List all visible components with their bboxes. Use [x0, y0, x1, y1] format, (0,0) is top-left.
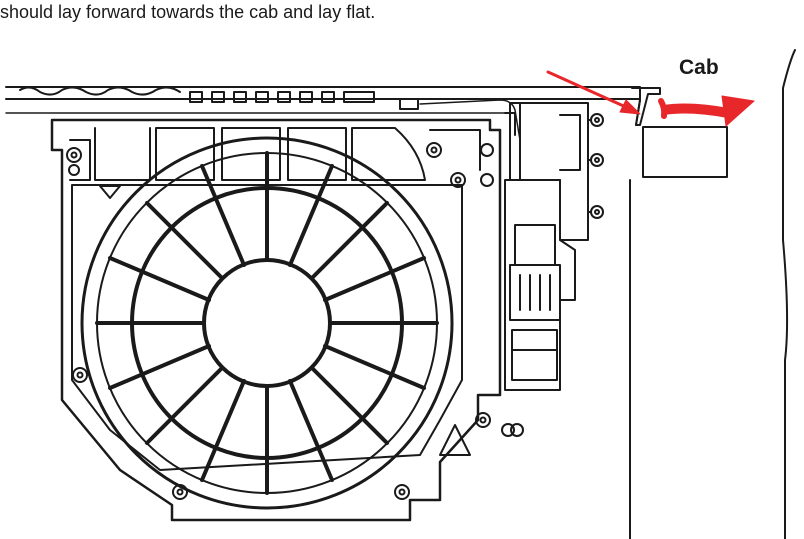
cab-panel	[629, 49, 796, 539]
cab-label: Cab	[679, 56, 719, 79]
motor-actuator-assembly	[504, 102, 604, 391]
instruction-caption: should lay forward towards the cab and l…	[0, 2, 376, 22]
cab-bracket	[631, 87, 728, 178]
top-compartments	[69, 127, 481, 181]
fan-wheel	[80, 136, 454, 510]
fan-shroud-frame	[71, 184, 463, 471]
red-pointer-arrow-icon	[546, 70, 641, 115]
red-curved-arrow-icon	[658, 95, 755, 127]
mounting-screws	[66, 142, 524, 500]
fan-housing-outline	[50, 118, 502, 522]
top-mounting-rail	[5, 86, 641, 141]
